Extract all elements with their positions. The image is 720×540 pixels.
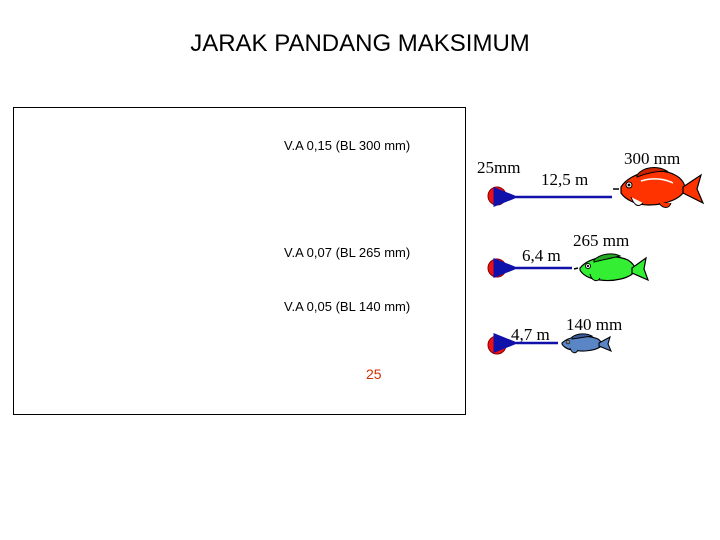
fish-3-icon xyxy=(562,334,611,353)
target-dot-1 xyxy=(488,187,506,205)
fish-1-icon xyxy=(613,168,703,208)
target-dot-2 xyxy=(488,259,506,277)
fish-2-icon xyxy=(574,254,648,281)
target-dot-3 xyxy=(488,336,506,354)
